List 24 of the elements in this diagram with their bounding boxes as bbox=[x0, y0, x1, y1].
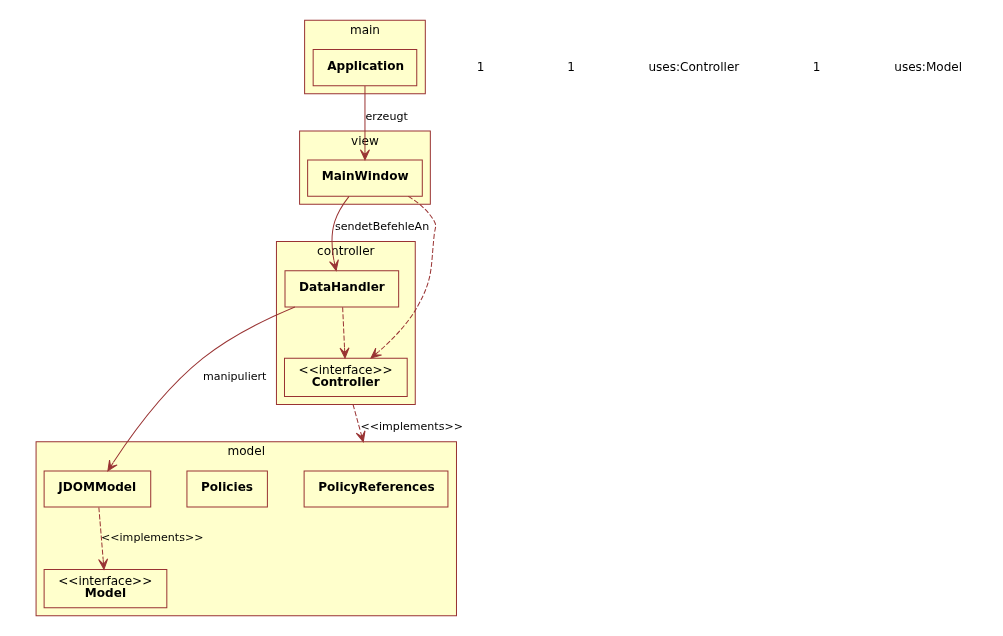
arrow bbox=[97, 506, 108, 570]
label: 1 bbox=[812, 59, 820, 74]
edge-label: manipuliert bbox=[202, 370, 266, 384]
arrow bbox=[352, 404, 365, 443]
edge-label: erzeugt bbox=[364, 109, 408, 123]
label: 1 bbox=[566, 59, 575, 74]
arrow bbox=[328, 195, 350, 272]
label: uses:Controller bbox=[647, 59, 739, 74]
edge-label: <<implements>> bbox=[360, 420, 463, 434]
node-box: <<interface>> Controller bbox=[283, 357, 408, 397]
label: 1 bbox=[476, 59, 484, 74]
node-box: <<interface>> Model bbox=[43, 568, 167, 609]
edge-label: <<implements>> bbox=[100, 531, 203, 545]
arrow bbox=[106, 306, 295, 472]
node-box: Policies bbox=[185, 470, 268, 508]
node-box: PolicyReferences bbox=[303, 470, 448, 508]
node-box: JDOMModel bbox=[43, 470, 151, 508]
arrow bbox=[359, 85, 370, 161]
node-box: DataHandler bbox=[284, 270, 399, 308]
node-box: MainWindow bbox=[306, 159, 423, 197]
label: uses:Model bbox=[893, 59, 962, 74]
node-box: Application bbox=[312, 48, 417, 87]
edge-label: sendetBefehleAn bbox=[334, 220, 429, 234]
arrow bbox=[339, 306, 350, 359]
